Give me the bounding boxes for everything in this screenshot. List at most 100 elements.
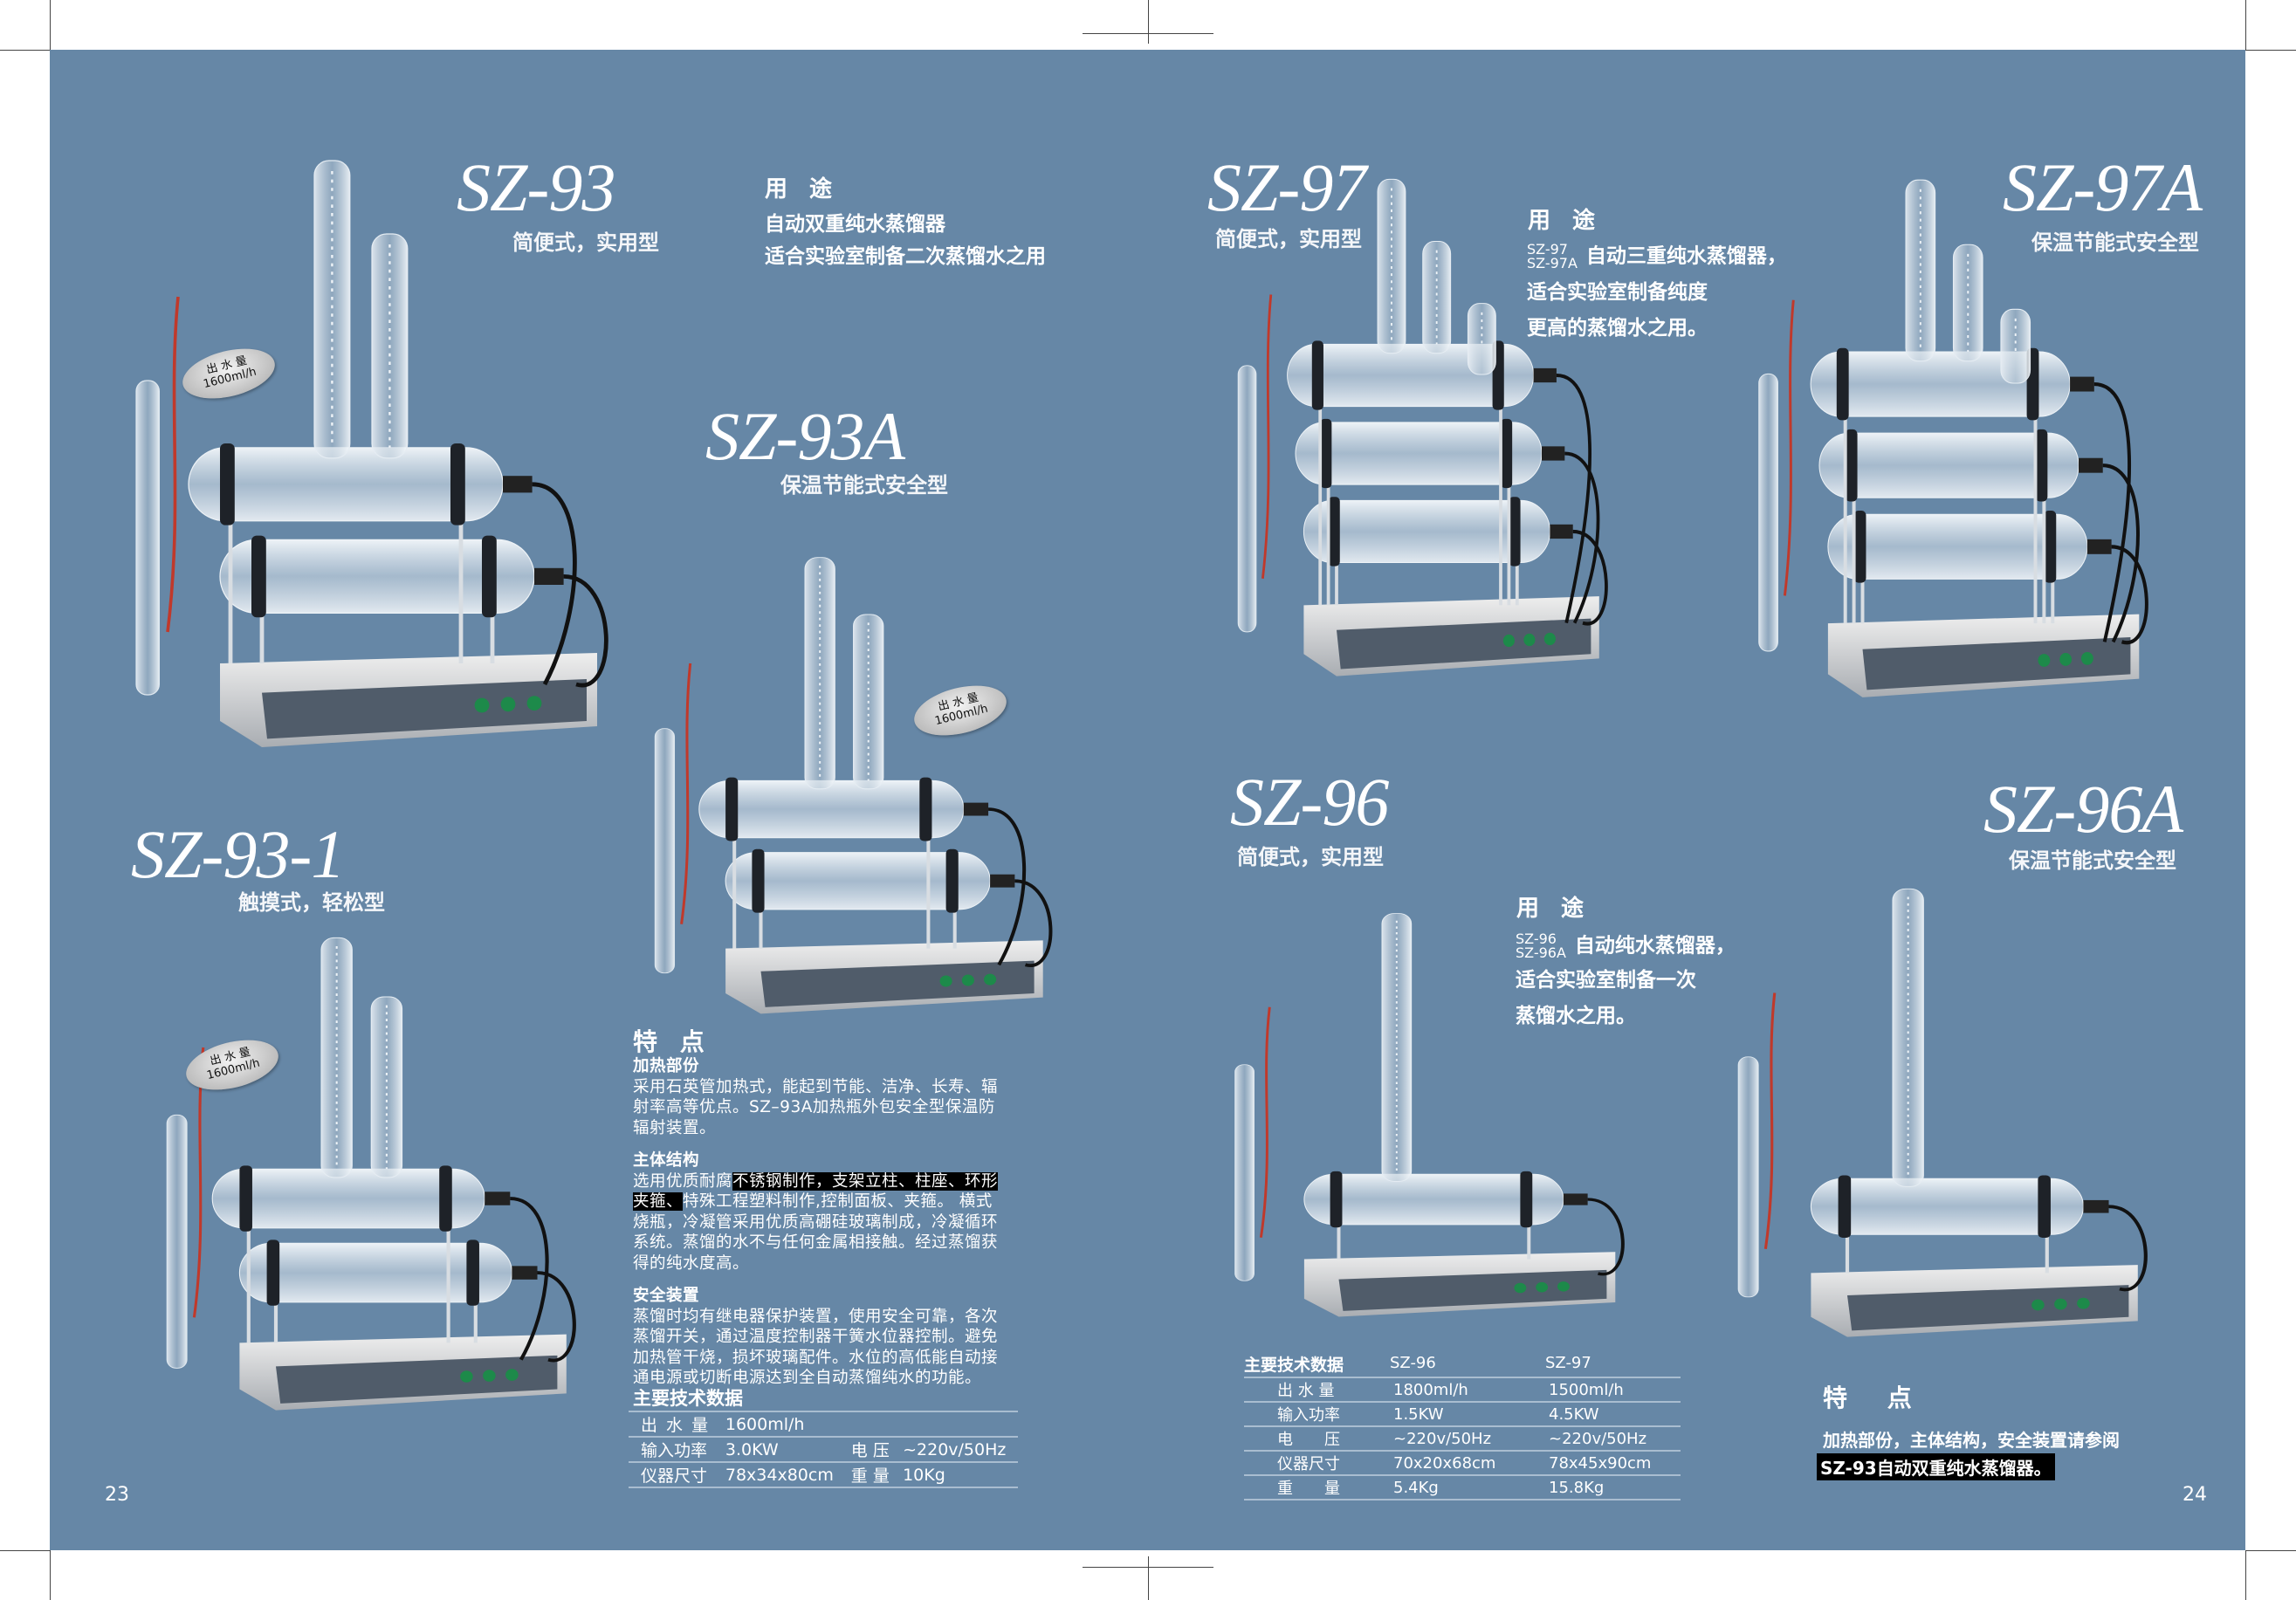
control-panel — [1337, 618, 1591, 670]
electrode-plug — [990, 874, 1015, 888]
side-tube — [1234, 1064, 1255, 1281]
model-subtitle: 保温节能式安全型 — [780, 473, 948, 498]
model-title-sz93: SZ-93 — [457, 149, 615, 225]
control-knob — [1557, 1281, 1570, 1292]
power-cable — [1556, 373, 1592, 624]
electrode-plug — [1542, 446, 1565, 461]
crop-mark — [2245, 50, 2296, 51]
control-knob — [460, 1370, 473, 1383]
control-knob — [2080, 651, 2093, 665]
usage-line: 自动双重纯水蒸馏器 — [765, 213, 945, 236]
clamp-ring — [2035, 429, 2048, 502]
electrode-plug — [534, 567, 564, 585]
side-tube — [1737, 1056, 1759, 1298]
condenser-column — [1381, 913, 1413, 1182]
electrode-plug — [2070, 376, 2094, 392]
clamp-ring — [1330, 1171, 1343, 1228]
usage-line: 更高的蒸馏水之用。 — [1527, 317, 1708, 340]
usage-line: 适合实验室制备一次 — [1516, 969, 1696, 992]
usage-line: 适合实验室制备纯度 — [1527, 281, 1708, 304]
model-title-sz96: SZ-96 — [1230, 764, 1389, 840]
model-title-sz93a: SZ-93A — [705, 398, 905, 474]
power-cable — [2108, 1205, 2148, 1292]
clamp-ring — [2044, 511, 2057, 583]
crop-mark — [50, 0, 51, 50]
control-panel — [1847, 1285, 2129, 1331]
clamp-ring — [919, 777, 932, 841]
side-tube — [654, 728, 676, 974]
control-knob — [1502, 634, 1515, 648]
clamp-ring — [1836, 347, 1849, 421]
sz96-product-image — [1234, 913, 1625, 1317]
page-number-right: 24 — [2183, 1484, 2207, 1506]
sz96a-product-image — [1737, 888, 2148, 1337]
condenser-column — [1422, 240, 1452, 354]
wire — [1783, 299, 1795, 596]
electrode-plug — [2086, 539, 2112, 554]
features-text: 加热部份，主体结构，安全装置请参阅 — [1823, 1430, 2120, 1451]
power-cable — [2102, 464, 2140, 643]
control-knob — [474, 697, 490, 713]
control-knob — [1543, 632, 1556, 646]
crop-mark — [2245, 1550, 2296, 1551]
clamp-ring — [725, 777, 739, 841]
wire — [680, 663, 692, 924]
power-cable — [1572, 529, 1608, 626]
model-subtitle: 保温节能式安全型 — [2009, 848, 2176, 873]
power-cable — [563, 574, 608, 688]
condenser-column — [320, 937, 353, 1178]
side-tube — [166, 1114, 188, 1369]
electrode-plug — [2083, 1199, 2109, 1213]
clamp-ring — [1328, 497, 1340, 567]
control-knob — [939, 975, 952, 987]
control-knob — [1523, 633, 1536, 647]
control-knob — [2059, 653, 2073, 666]
power-cable — [1587, 1198, 1625, 1276]
control-knob — [505, 1369, 519, 1381]
model-subtitle: 触摸式，轻松型 — [238, 890, 385, 915]
control-knob — [483, 1370, 496, 1382]
crop-mark — [0, 1550, 50, 1551]
electrode-plug — [512, 1266, 538, 1280]
condenser-column — [1952, 244, 1983, 362]
model-subtitle: 简便式，实用型 — [1215, 227, 1362, 251]
wire — [1763, 992, 1777, 1250]
clamp-ring — [239, 1165, 252, 1232]
highlighted-text: SZ-93自动双重纯水蒸馏器。 — [1817, 1453, 2055, 1480]
control-knob — [2031, 1299, 2045, 1311]
specs-heading: 主要技术数据 — [633, 1388, 743, 1409]
electrode-plug — [963, 802, 989, 816]
electrode-plug — [1550, 524, 1573, 539]
control-knob — [526, 696, 542, 711]
side-tube — [1758, 373, 1778, 652]
power-cable — [987, 807, 1027, 966]
clamp-ring — [482, 535, 497, 618]
control-knob — [961, 974, 974, 986]
clamp-ring — [450, 443, 465, 525]
crop-mark — [2245, 0, 2246, 50]
control-knob — [2077, 1297, 2090, 1309]
model-subtitle: 简便式，实用型 — [1237, 845, 1384, 869]
power-cable — [532, 482, 577, 686]
side-tube — [1237, 365, 1257, 633]
model-title-sz97a: SZ-97A — [2003, 149, 2203, 225]
usage-heading: 用 途 — [1528, 208, 1603, 234]
crop-mark — [2245, 1550, 2246, 1600]
clamp-ring — [1509, 497, 1521, 567]
control-knob — [500, 697, 516, 712]
condenser-column — [2000, 308, 2031, 384]
control-knob — [984, 973, 997, 985]
clamp-ring — [1845, 429, 1858, 502]
page-number-left: 23 — [105, 1484, 129, 1506]
power-cable — [510, 1197, 549, 1361]
electrode-plug — [503, 476, 533, 493]
sz97a-product-image — [1758, 179, 2148, 697]
